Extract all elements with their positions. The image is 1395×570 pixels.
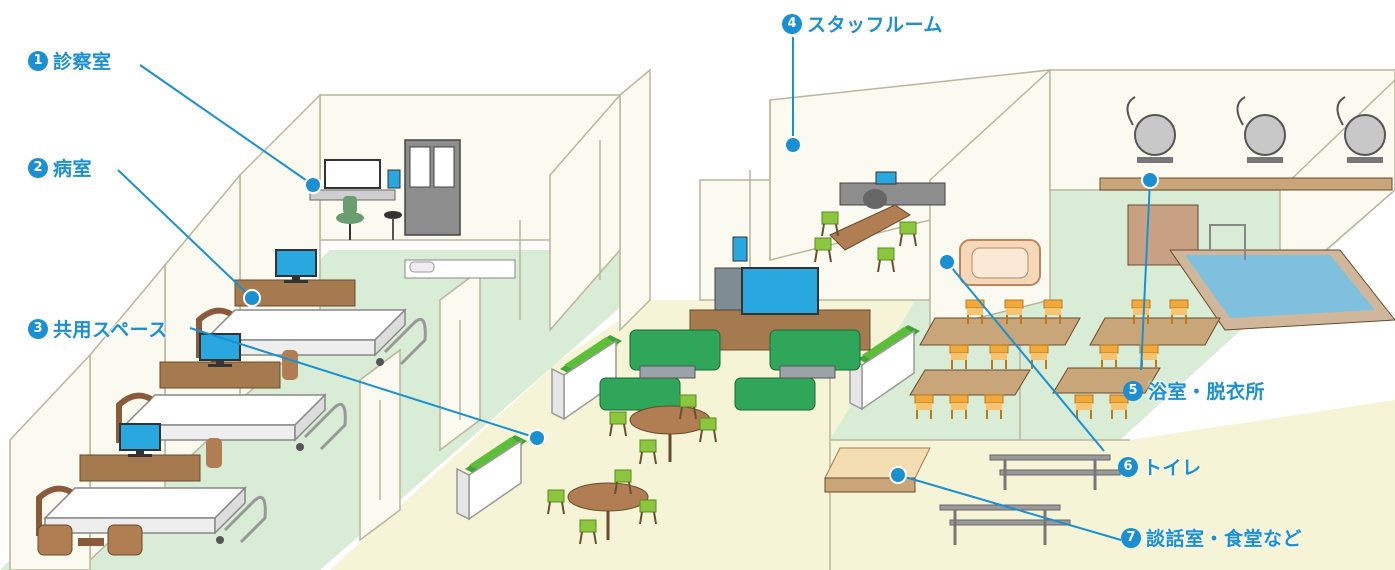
callout-lounge: 7 談話室・食堂など xyxy=(1121,524,1302,551)
callout-label: 病室 xyxy=(53,158,93,180)
callout-number: 3 xyxy=(28,318,48,339)
callout-label: 浴室・脱衣所 xyxy=(1148,381,1266,403)
callout-staff-room: 4 スタッフルーム xyxy=(782,10,943,37)
callout-label: 談話室・食堂など xyxy=(1146,528,1303,550)
callout-number: 1 xyxy=(28,50,48,71)
callout-common-space: 3 共用スペース xyxy=(28,315,168,342)
callout-dots xyxy=(243,136,1159,484)
callout-label: 共用スペース xyxy=(53,319,168,341)
callout-label: トイレ xyxy=(1143,457,1202,479)
staff-room-furniture xyxy=(814,171,946,273)
callout-label: スタッフルーム xyxy=(807,14,943,36)
callout-exam-room: 1 診察室 xyxy=(28,47,112,74)
dot-lounge xyxy=(889,466,907,484)
callout-number: 6 xyxy=(1118,456,1138,477)
callout-number: 5 xyxy=(1123,380,1143,401)
common-space-furniture xyxy=(456,236,921,545)
callout-number: 4 xyxy=(782,13,802,34)
callout-bath: 5 浴室・脱衣所 xyxy=(1123,377,1265,404)
dining-furniture xyxy=(909,299,1221,420)
callout-patient-room: 2 病室 xyxy=(28,154,92,181)
callout-lines xyxy=(117,37,1151,541)
bath-room-furniture xyxy=(959,96,1395,331)
dot-toilet xyxy=(938,253,956,271)
dot-common-space xyxy=(528,429,546,447)
dot-bath xyxy=(1141,171,1159,189)
callout-number: 7 xyxy=(1121,527,1141,548)
callout-label: 診察室 xyxy=(53,51,112,73)
callout-toilet: 6 トイレ xyxy=(1118,453,1202,480)
dot-patient-room xyxy=(243,289,261,307)
dot-exam-room xyxy=(304,176,322,194)
callout-number: 2 xyxy=(28,157,48,178)
floor-lounge xyxy=(830,400,1395,570)
doors-left xyxy=(379,140,601,500)
lounge-furniture xyxy=(824,447,1121,545)
dot-staff-room xyxy=(784,136,802,154)
patient-room-furniture xyxy=(38,249,425,556)
exam-room-furniture xyxy=(309,139,516,279)
